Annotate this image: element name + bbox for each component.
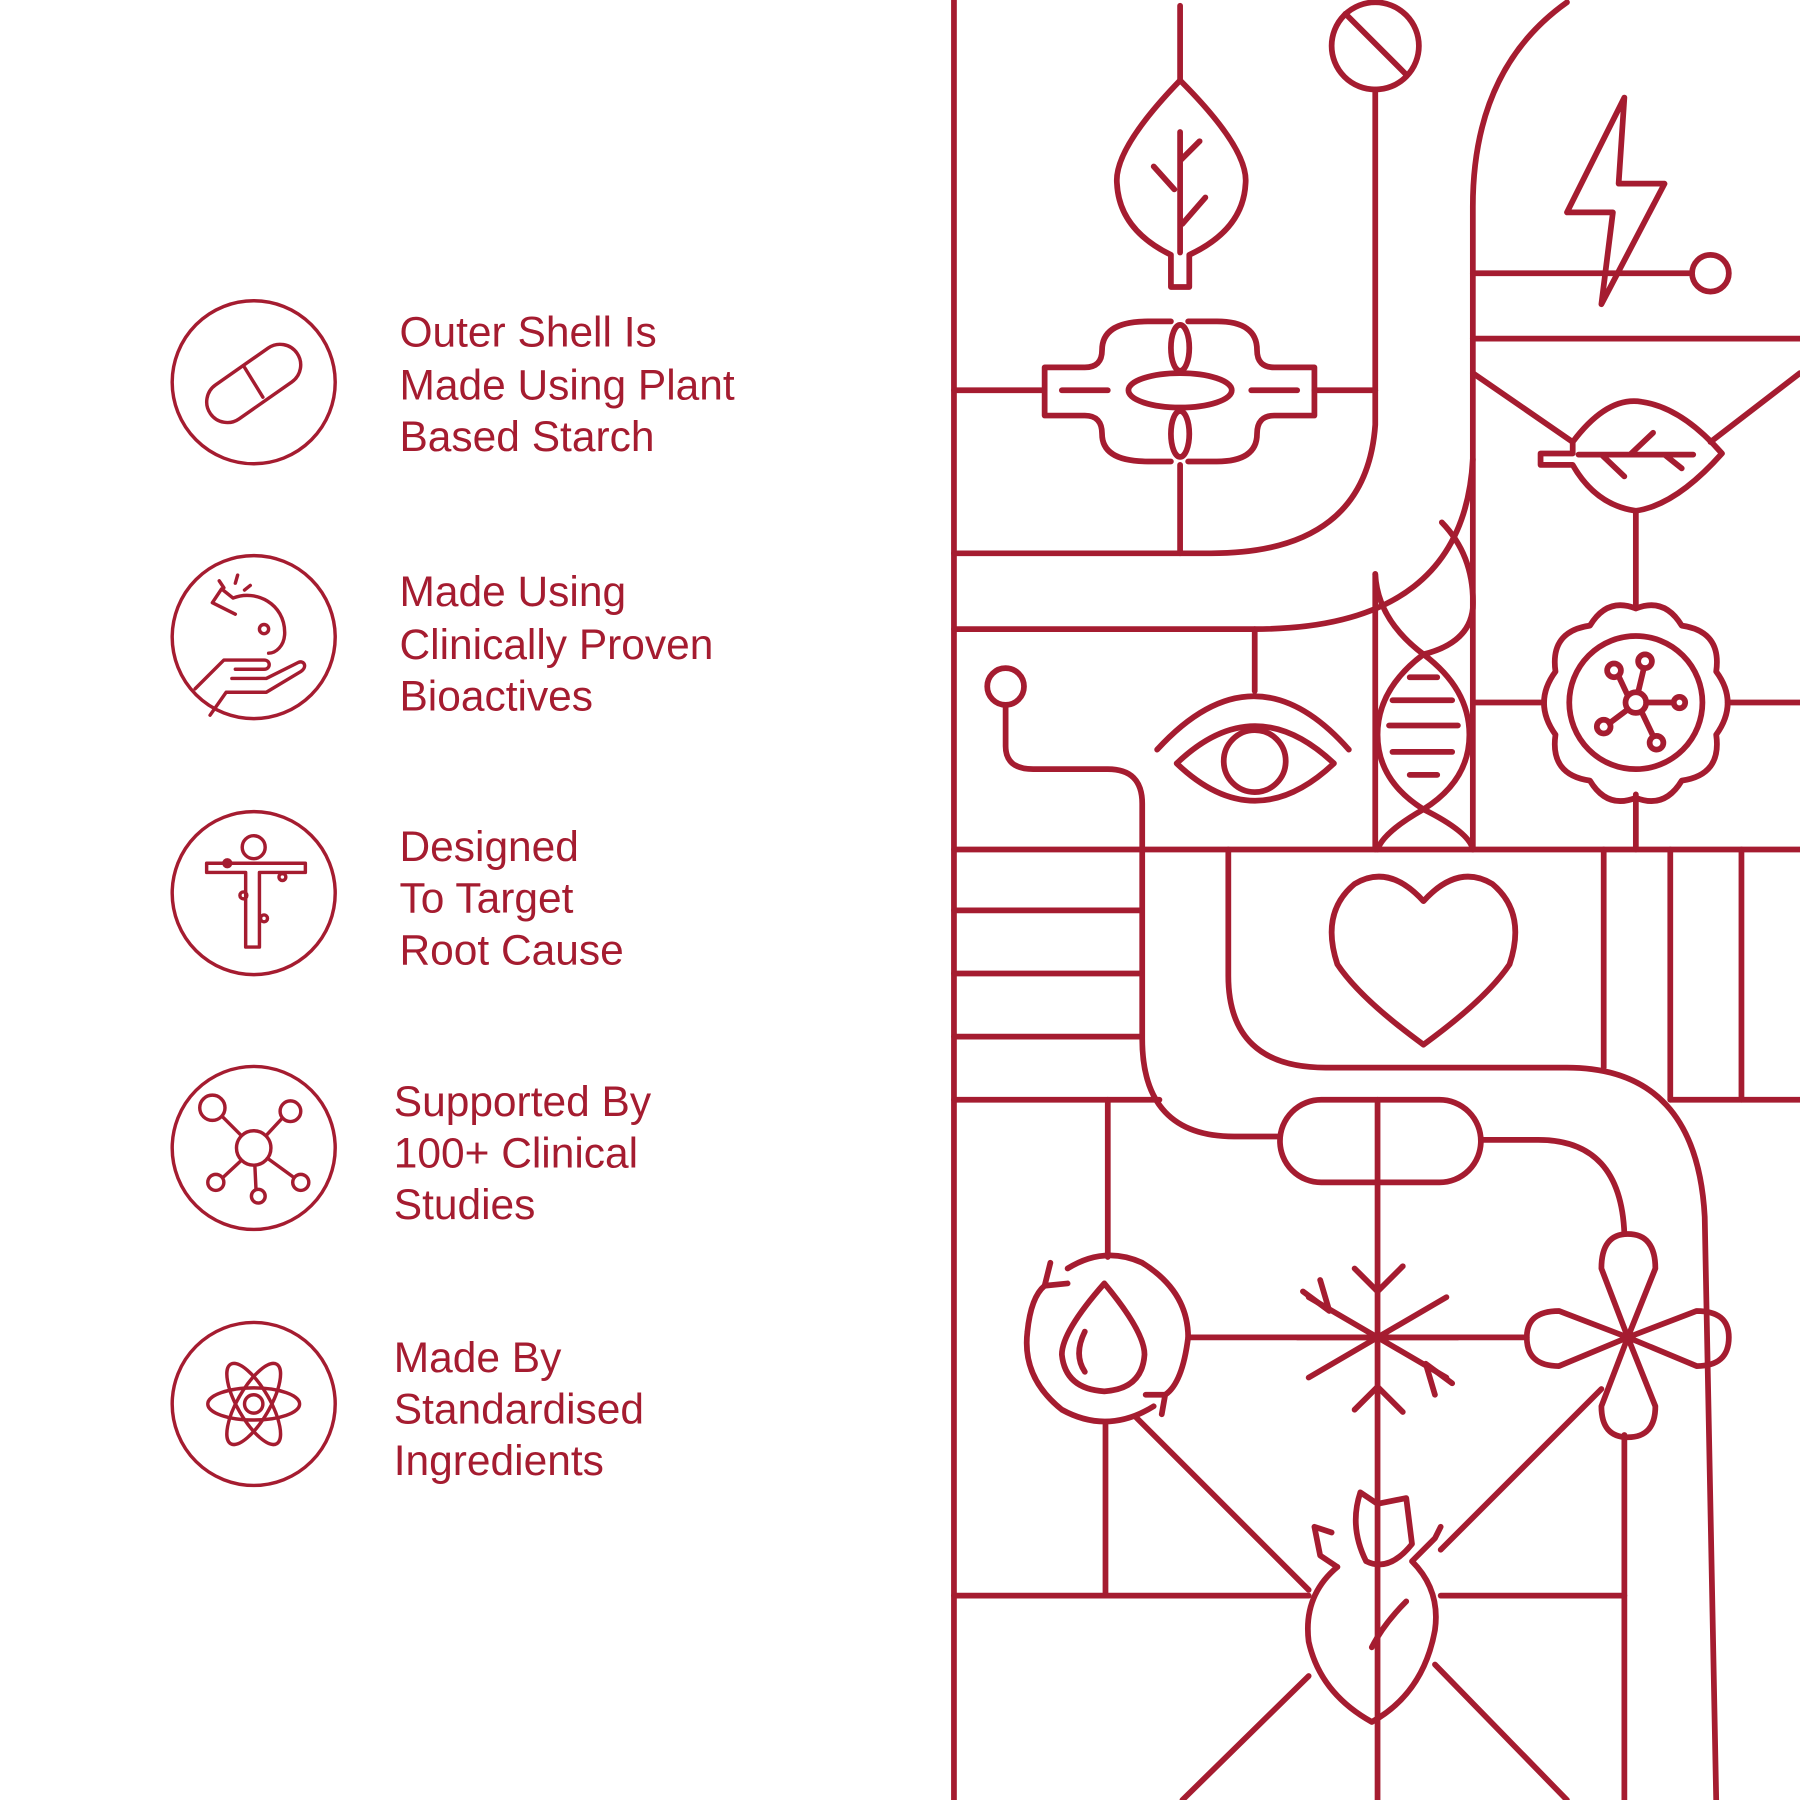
icon-ring xyxy=(170,1320,337,1488)
atom-icon xyxy=(206,1361,302,1447)
icon-ring xyxy=(170,1064,337,1232)
anatomical-heart-icon xyxy=(1305,1489,1444,1725)
decorative-illustration xyxy=(951,0,1800,1800)
eye-icon xyxy=(1154,693,1352,804)
dna-icon xyxy=(1372,519,1476,853)
node-icon xyxy=(984,665,1027,708)
feature-text-line: Made Using xyxy=(399,568,626,615)
feature-text-line: 100+ Clinical xyxy=(394,1129,638,1176)
feature-text-line: Root Cause xyxy=(399,926,623,973)
feature-text-line: Supported By xyxy=(394,1078,652,1125)
feature-text-line: Ingredients xyxy=(394,1437,604,1484)
water-cycle-icon xyxy=(1023,1252,1192,1425)
hand-flask-icon xyxy=(193,573,307,717)
feature-text-line: Designed xyxy=(399,823,578,870)
feature-item: Made Using Clinically Proven Bioactives xyxy=(170,553,713,721)
feature-list: Outer Shell Is Made Using Plant Based St… xyxy=(170,299,735,1488)
snowflake-icon xyxy=(1294,1263,1461,1415)
icon-ring xyxy=(170,299,337,466)
feature-text-line: Based Starch xyxy=(399,413,654,460)
molecule-icon xyxy=(198,1093,311,1205)
capsule-illustration xyxy=(1277,1096,1484,1186)
molecule-flower-icon xyxy=(1541,602,1731,804)
feature-text-line: Outer Shell Is xyxy=(399,309,656,356)
feature-text-line: Standardised xyxy=(394,1385,644,1432)
feature-item: Designed To Target Root Cause xyxy=(170,809,624,977)
icon-ring xyxy=(170,809,337,977)
feature-text-line: Made By xyxy=(394,1334,562,1381)
brain-connector-icon xyxy=(1041,318,1318,465)
capsule-icon xyxy=(204,342,303,425)
leaf-horizontal-icon xyxy=(1537,398,1725,514)
grid-lines xyxy=(951,0,1800,1800)
body-target-icon xyxy=(204,833,308,949)
leaf-icon xyxy=(1114,77,1249,290)
feature-text-line: Made Using Plant xyxy=(399,361,734,408)
feature-item: Made By Standardised Ingredients xyxy=(170,1320,644,1488)
feature-text-line: To Target xyxy=(399,875,573,922)
feature-item: Supported By 100+ Clinical Studies xyxy=(170,1064,652,1232)
petal-flower-icon xyxy=(1523,1231,1732,1441)
feature-text-line: Bioactives xyxy=(399,673,593,720)
feature-item: Outer Shell Is Made Using Plant Based St… xyxy=(170,299,735,466)
icon-ring xyxy=(170,553,337,721)
feature-text-line: Clinically Proven xyxy=(399,621,713,668)
feature-text-line: Studies xyxy=(394,1181,536,1228)
heart-icon xyxy=(1328,873,1519,1048)
lightning-icon xyxy=(1564,94,1732,308)
no-entry-icon xyxy=(1328,0,1422,93)
